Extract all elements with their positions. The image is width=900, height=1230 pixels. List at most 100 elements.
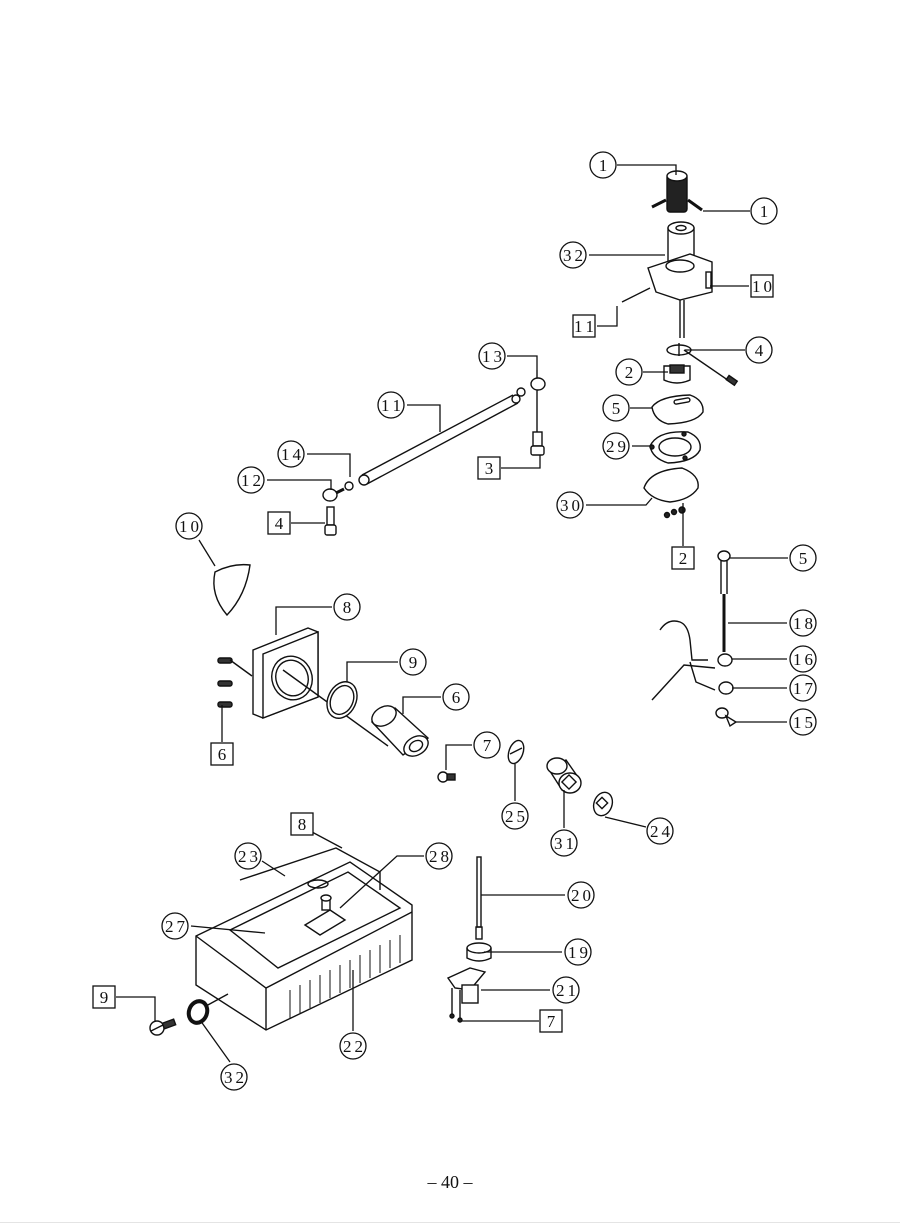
callout-circle [789, 674, 817, 702]
callout-box [671, 546, 695, 570]
callout-circle [559, 241, 587, 269]
callout-circle [789, 645, 817, 673]
callout-circle [550, 829, 578, 857]
part-cover-disc [651, 394, 704, 425]
callout-circle-32: 32 [199, 1019, 248, 1091]
callout-circle-27: 27 [161, 912, 266, 940]
callout-circle [615, 358, 643, 386]
part-cam-block [663, 364, 691, 384]
part-bracket [446, 967, 487, 1023]
callout-circle [564, 938, 592, 966]
callout-circle [646, 817, 674, 845]
leader-line [617, 164, 677, 175]
callout-circle-7: 7 [445, 731, 501, 770]
callout-box [750, 274, 774, 298]
callout-square-6: 6 [210, 705, 234, 766]
callout-number: 6 [218, 745, 227, 764]
part-plug [437, 771, 456, 783]
callout-number: 4 [755, 341, 764, 360]
callout-box [539, 1009, 563, 1033]
callout-square-2: 2 [671, 503, 695, 570]
part-lever-assembly [651, 550, 738, 728]
callout-circle-10: 10 [175, 512, 216, 567]
part-base-plate [643, 467, 699, 519]
callout-circle-11: 11 [377, 391, 441, 432]
callout-circle [399, 648, 427, 676]
callout-number: 3 [485, 459, 494, 478]
callout-circle [161, 912, 189, 940]
callout-circle-31: 31 [550, 790, 578, 857]
leader-line [311, 831, 343, 849]
leader-line [307, 453, 351, 477]
part-bushing [546, 757, 582, 794]
leader-line [116, 996, 156, 1022]
callout-number: 9 [409, 653, 418, 672]
callout-box [210, 742, 234, 766]
leader-line [407, 404, 441, 432]
callout-circle [789, 544, 817, 572]
part-housing [621, 221, 713, 338]
callout-box [477, 456, 501, 480]
callout-circle [750, 197, 778, 225]
callout-circle [377, 391, 405, 419]
callout-circle-17: 17 [732, 674, 817, 702]
part-drain-screw [149, 993, 229, 1036]
callout-box [267, 511, 291, 535]
callout-circle [556, 491, 584, 519]
callout-circle [567, 881, 595, 909]
callout-circle-23: 23 [234, 842, 286, 877]
callout-circle-1: 1 [589, 151, 677, 179]
leader-line [597, 306, 618, 327]
callout-square-9: 9 [92, 985, 156, 1022]
callout-circle [234, 842, 262, 870]
leader-line [501, 455, 541, 469]
callout-box [290, 812, 314, 836]
part-base-housing [195, 847, 413, 1031]
part-flange-block [217, 627, 389, 747]
callout-circle-1: 1 [703, 197, 778, 225]
callout-circle-22: 22 [339, 970, 367, 1060]
callout-number: 9 [100, 988, 109, 1007]
callout-circle [333, 593, 361, 621]
callout-circle [602, 394, 630, 422]
callout-circle-4: 4 [685, 336, 773, 364]
callout-circle-25: 25 [501, 764, 529, 830]
callout-circle-32: 32 [559, 241, 665, 269]
callout-circle-20: 20 [481, 881, 595, 909]
callout-number: 8 [298, 815, 307, 834]
callout-number: 4 [275, 514, 284, 533]
callout-circle [175, 512, 203, 540]
callout-circle-8: 8 [275, 593, 361, 635]
callout-circle [339, 1032, 367, 1060]
callout-number: 8 [343, 598, 352, 617]
callout-circle-29: 29 [602, 432, 650, 460]
callout-circle-19: 19 [484, 938, 592, 966]
part-gasket-ring [649, 431, 701, 464]
callout-box [92, 985, 116, 1009]
leader-line [445, 744, 472, 770]
callout-circle [478, 342, 506, 370]
part-link-rod [322, 370, 546, 536]
callout-box [572, 314, 596, 338]
callout-circle [425, 842, 453, 870]
callout-circle-21: 21 [481, 976, 580, 1004]
callout-circle [237, 466, 265, 494]
callout-number: 2 [625, 363, 634, 382]
callout-circle-6: 6 [402, 683, 470, 714]
callout-circle-13: 13 [478, 342, 538, 370]
callout-circle [442, 683, 470, 711]
part-filter-cartridge [370, 705, 430, 757]
page-number: – 40 – [427, 1172, 473, 1192]
part-cross-disk [666, 343, 739, 387]
leader-line [275, 606, 332, 635]
callout-circle-9: 9 [346, 648, 427, 682]
callout-circle-2: 2 [615, 358, 668, 386]
leader-line [198, 539, 216, 567]
callout-square-7: 7 [462, 1009, 563, 1033]
callout-circle-14: 14 [277, 440, 351, 477]
callout-circle [789, 708, 817, 736]
callout-number: 5 [799, 549, 808, 568]
callout-square-8: 8 [290, 812, 343, 849]
